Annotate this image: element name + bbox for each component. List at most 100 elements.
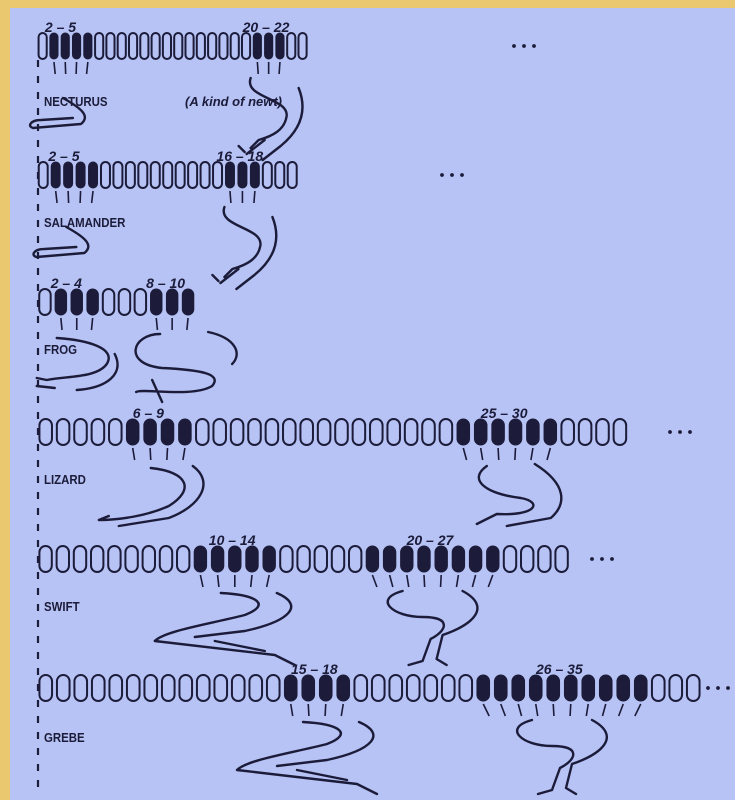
vertebra-range-label: 8 – 10 (146, 275, 185, 291)
nerve-mark (218, 575, 219, 587)
vertebra (561, 419, 574, 445)
continuation-dot (532, 44, 536, 48)
vertebra-filled (512, 675, 525, 701)
vertebra (353, 419, 366, 445)
nerve-mark (635, 704, 641, 716)
nerve-mark (183, 448, 185, 460)
vertebra (125, 546, 137, 572)
vertebra (144, 675, 157, 701)
vertebra (315, 546, 327, 572)
continuation-dot (688, 430, 692, 434)
vertebra (424, 675, 437, 701)
vertebra-filled (617, 675, 630, 701)
vertebra-range-label: 26 – 35 (536, 661, 583, 677)
vertebra (263, 162, 272, 188)
vertebra-filled (211, 546, 223, 572)
nerve-mark (515, 448, 516, 460)
vertebra (160, 546, 172, 572)
nerve-mark (133, 448, 135, 460)
vertebra-filled (401, 546, 413, 572)
vertebra (213, 419, 226, 445)
vertebra-filled (50, 33, 58, 59)
vertebra-filled (582, 675, 595, 701)
nerve-mark (619, 704, 624, 716)
vertebra (300, 419, 313, 445)
vertebra-range-label: 25 – 30 (481, 405, 528, 421)
vertebra-filled (161, 419, 174, 445)
vertebra-filled (253, 33, 261, 59)
vertebra-filled (547, 675, 560, 701)
vertebra-filled (225, 162, 234, 188)
nerve-mark (498, 448, 499, 460)
continuation-dot (668, 430, 672, 434)
vertebra-filled (302, 675, 315, 701)
vertebra-filled (544, 419, 557, 445)
nerve-mark (536, 704, 538, 716)
nerve-mark (325, 704, 326, 716)
nerve-mark (150, 448, 151, 460)
vertebra (74, 675, 87, 701)
nerve-mark (56, 191, 57, 203)
vertebra (176, 162, 185, 188)
nerve-mark (586, 704, 588, 716)
vertebra-filled (250, 162, 259, 188)
nerve-mark (230, 191, 231, 203)
vertebra-filled (238, 162, 247, 188)
continuation-dot (590, 557, 594, 561)
vertebra (614, 419, 627, 445)
vertebra (163, 162, 172, 188)
vertebra (162, 675, 175, 701)
vertebra (335, 419, 348, 445)
vertebra (219, 33, 227, 59)
vertebra (538, 546, 550, 572)
vertebra (297, 546, 309, 572)
vertebra (74, 546, 86, 572)
vertebra (287, 33, 295, 59)
vertebra (275, 162, 284, 188)
vertebra (109, 419, 122, 445)
vertebra-filled (51, 162, 60, 188)
vertebra (39, 675, 52, 701)
row-swift (39, 546, 613, 665)
vertebra-filled (474, 419, 487, 445)
vertebra (119, 289, 130, 315)
continuation-dot (610, 557, 614, 561)
vertebra (231, 419, 244, 445)
continuation-dot (678, 430, 682, 434)
birdleg-limb-drawing (517, 720, 607, 794)
vertebra-filled (194, 546, 206, 572)
leg-limb-drawing (212, 207, 276, 289)
nerve-mark (308, 704, 309, 716)
vertebra (179, 675, 192, 701)
vertebra-filled (55, 289, 66, 315)
nerve-mark (279, 62, 280, 74)
vertebra-filled (599, 675, 612, 701)
vertebra-filled (144, 419, 157, 445)
nerve-mark (501, 704, 506, 716)
vertebra (208, 33, 216, 59)
vertebra (280, 546, 292, 572)
vertebra (127, 675, 140, 701)
vertebra (267, 675, 280, 701)
vertebra (579, 419, 592, 445)
vertebra (652, 675, 665, 701)
frogleg-limb-drawing (136, 332, 237, 402)
vertebra-filled (529, 675, 542, 701)
vertebra (242, 33, 250, 59)
nerve-mark (483, 704, 489, 716)
vertebra (39, 546, 51, 572)
vertebra (596, 419, 609, 445)
vertebra-filled (71, 289, 82, 315)
vertebra (118, 33, 126, 59)
vertebra (106, 33, 114, 59)
vertebra-filled (179, 419, 192, 445)
vertebra (39, 162, 48, 188)
vertebra (232, 675, 245, 701)
vertebra-filled (492, 419, 505, 445)
vertebra-filled (229, 546, 241, 572)
vertebra (389, 675, 402, 701)
nerve-mark (200, 575, 203, 587)
vertebra (151, 162, 160, 188)
vertebra-filled (89, 162, 98, 188)
